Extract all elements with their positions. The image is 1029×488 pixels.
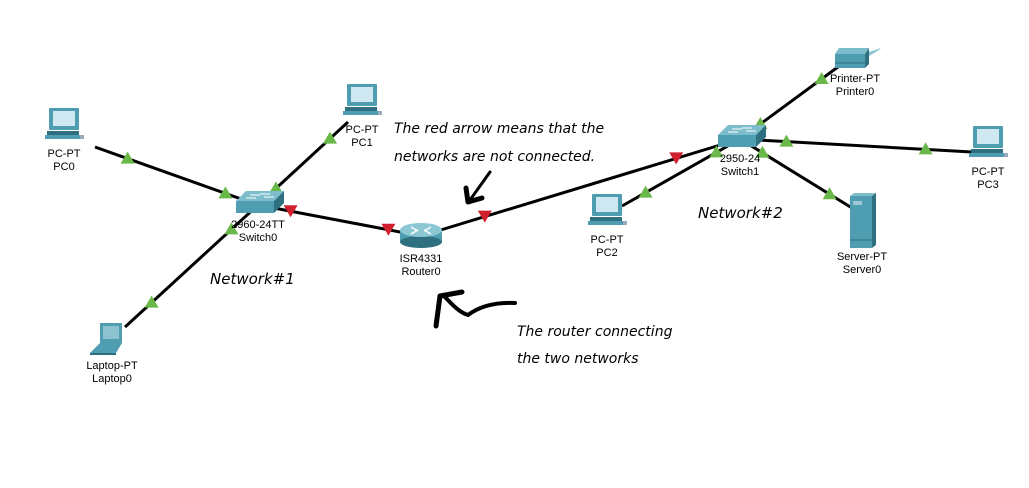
cable-pc0-switch0[interactable] <box>94 145 259 207</box>
device-name-label: PC1 <box>351 137 372 149</box>
device-name-label: Printer0 <box>836 86 875 98</box>
link-down-indicator-icon <box>283 205 298 218</box>
network2-label: Network#2 <box>698 204 783 222</box>
devices-layer: PC-PTPC0PC-PTPC12960-24TTSwitch0Laptop-P… <box>45 48 1008 385</box>
device-name-label: Server0 <box>843 264 882 276</box>
device-name-label: Laptop0 <box>92 373 132 385</box>
network1-label: Network#1 <box>210 270 295 288</box>
link-up-indicator-icon <box>755 145 770 158</box>
pc-icon <box>45 108 84 139</box>
device-model-label: Laptop-PT <box>86 360 138 372</box>
device-name-label: Router0 <box>401 266 440 278</box>
link-up-indicator-icon <box>779 134 794 147</box>
link-up-indicator-icon <box>269 181 283 194</box>
device-model-label: 2960-24TT <box>231 219 285 231</box>
link-up-indicator-icon <box>218 186 233 199</box>
device-name-label: PC0 <box>53 161 74 173</box>
device-model-label: Server-PT <box>837 251 887 263</box>
link-up-indicator-icon <box>918 142 933 155</box>
laptop-icon <box>90 323 122 355</box>
device-name-label: PC3 <box>977 179 998 191</box>
cable-switch0-router0[interactable] <box>257 203 422 238</box>
annotation-arrow-router-icon <box>433 289 517 329</box>
device-name-label: Switch1 <box>721 166 760 178</box>
switch-icon <box>236 191 284 213</box>
switch-icon <box>718 125 766 147</box>
link-up-indicator-icon <box>120 151 135 164</box>
pc-icon <box>588 194 627 225</box>
device-model-label: Printer-PT <box>830 73 880 85</box>
device-model-label: PC-PT <box>591 234 624 246</box>
cable-router0-switch1[interactable] <box>420 137 741 238</box>
red-arrow-note-line1: The red arrow means that the <box>394 121 604 137</box>
link-up-indicator-icon <box>323 131 337 144</box>
link-up-indicator-icon <box>638 185 653 198</box>
red-arrow-note-line2: networks are not connected. <box>394 149 595 165</box>
device-model-label: ISR4331 <box>400 253 443 265</box>
device-model-label: PC-PT <box>346 124 379 136</box>
link-down-indicator-icon <box>381 223 396 236</box>
link-up-indicator-icon <box>822 187 837 200</box>
link-down-indicator-icon <box>477 210 492 223</box>
device-model-label: PC-PT <box>48 148 81 160</box>
device-model-label: 2950-24 <box>720 153 760 165</box>
cable-pc3-switch1[interactable] <box>739 137 973 154</box>
router-icon <box>400 223 442 248</box>
annotation-arrow-down-icon <box>463 170 492 205</box>
link-up-indicator-icon <box>144 295 159 308</box>
device-name-label: PC2 <box>596 247 617 259</box>
router-note-line2: the two networks <box>517 351 639 367</box>
device-name-label: Switch0 <box>239 232 278 244</box>
router-note-line1: The router connecting <box>517 324 673 340</box>
pc-icon <box>969 126 1008 157</box>
link-up-indicator-icon <box>814 72 829 84</box>
link-up-indicator-icon <box>709 145 724 158</box>
link-up-indicator-icon <box>224 222 239 235</box>
device-model-label: PC-PT <box>972 166 1005 178</box>
server-icon <box>850 193 876 248</box>
printer-icon <box>835 48 881 68</box>
pc-icon <box>343 84 382 115</box>
link-down-indicator-icon <box>669 152 684 165</box>
